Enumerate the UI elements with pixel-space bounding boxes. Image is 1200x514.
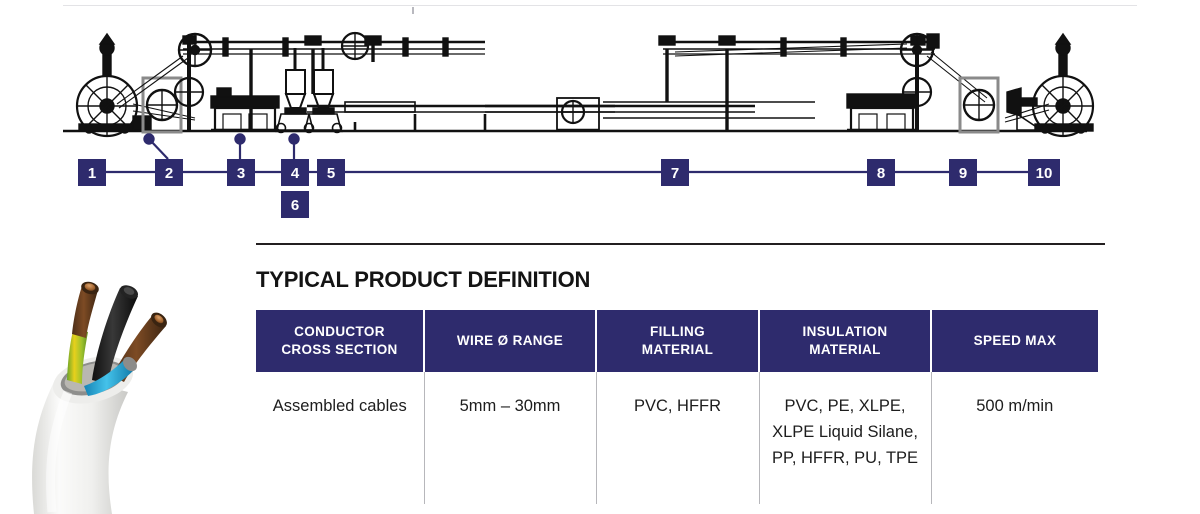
svg-text:4: 4 xyxy=(291,165,300,182)
svg-text:7: 7 xyxy=(671,165,679,182)
multi-core-cable-photo xyxy=(0,268,230,514)
svg-text:8: 8 xyxy=(877,165,885,182)
header-line-1: SPEED MAX xyxy=(973,333,1057,349)
column-header-filling-material: FILLING MATERIAL xyxy=(595,310,760,373)
header-line-1: WIRE Ø RANGE xyxy=(456,333,564,349)
typical-product-definition-table: CONDUCTOR CROSS SECTION WIRE Ø RANGE FIL… xyxy=(256,310,1098,505)
column-header-speed-max: SPEED MAX xyxy=(930,310,1098,373)
column-header-conductor-cross-section: CONDUCTOR CROSS SECTION xyxy=(256,310,425,373)
machinery-schematic xyxy=(55,22,1095,140)
page-title: TYPICAL PRODUCT DEFINITION xyxy=(256,267,591,292)
column-header-wire-diameter-range: WIRE Ø RANGE xyxy=(423,310,597,373)
header-line-2: CROSS SECTION xyxy=(281,342,398,358)
callout-strip: 1 2 3 4 5 6 7 8 9 10 xyxy=(0,118,1200,228)
cable-sheath xyxy=(32,374,128,514)
header-line-1: INSULATION xyxy=(802,324,888,339)
core-green-yellow xyxy=(67,328,88,384)
svg-text:6: 6 xyxy=(291,197,299,214)
core-blue xyxy=(84,360,134,396)
cell-speed-max: 500 m/min xyxy=(930,372,1098,505)
svg-text:10: 10 xyxy=(1036,165,1053,182)
table-header-row: CONDUCTOR CROSS SECTION WIRE Ø RANGE FIL… xyxy=(256,310,1098,373)
header-line-2: MATERIAL xyxy=(809,342,881,358)
cell-filling-material: PVC, HFFR xyxy=(595,372,759,505)
svg-text:1: 1 xyxy=(88,165,96,182)
header-line-1: CONDUCTOR xyxy=(294,324,385,339)
cell-insulation-material: PVC, PE, XLPE, XLPE Liquid Silane, PP, H… xyxy=(758,372,931,505)
header-line-2: MATERIAL xyxy=(641,342,714,358)
svg-text:9: 9 xyxy=(959,165,967,182)
core-brown-upper xyxy=(72,286,98,338)
table-row: Assembled cables 5mm – 30mm PVC, HFFR PV… xyxy=(256,372,1098,505)
cell-conductor-cross-section: Assembled cables xyxy=(272,397,407,416)
column-header-insulation-material: INSULATION MATERIAL xyxy=(758,310,932,373)
header-line-1: FILLING xyxy=(650,324,705,339)
cell-wire-diameter-range: 5mm – 30mm xyxy=(423,372,596,505)
svg-text:3: 3 xyxy=(237,165,245,182)
section-divider-rule xyxy=(256,243,1105,245)
top-hairline-divider xyxy=(63,5,1137,14)
svg-text:5: 5 xyxy=(327,165,335,182)
core-black xyxy=(92,288,138,384)
svg-text:2: 2 xyxy=(165,165,173,182)
top-hairline-tick xyxy=(412,7,414,14)
